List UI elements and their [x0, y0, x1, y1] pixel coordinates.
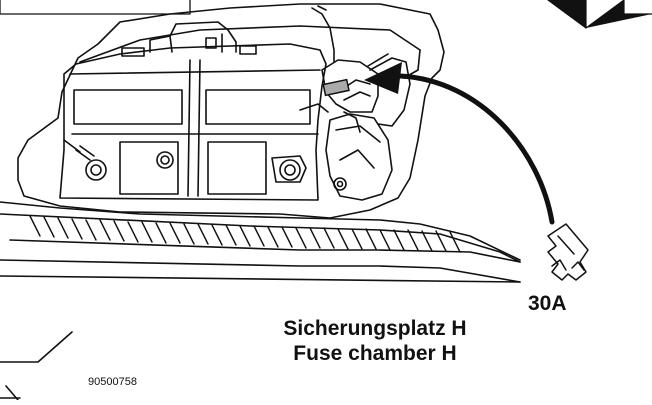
sill-hatching — [29, 215, 461, 253]
fuse-location-caption-de: Sicherungsplatz H — [283, 317, 467, 340]
doc-corner-mark — [0, 331, 73, 401]
pointer-arrowhead — [364, 62, 402, 94]
fuse-rating-label: 30A — [528, 292, 567, 315]
compartment-housing — [17, 3, 445, 219]
fuse-box-housing — [321, 59, 379, 113]
sill-edge — [0, 201, 521, 261]
document-number: 90500758 — [88, 376, 137, 388]
battery-body — [59, 43, 327, 201]
pointer-arrow — [397, 73, 555, 225]
fuse-slot-h — [322, 78, 350, 97]
negative-terminal — [85, 159, 107, 181]
fuse-icon — [547, 223, 589, 281]
corner-logo — [547, 0, 652, 29]
inset-frame — [0, 0, 191, 15]
fuse-location-caption-en: Fuse chamber H — [293, 342, 457, 365]
positive-terminal — [279, 159, 301, 181]
